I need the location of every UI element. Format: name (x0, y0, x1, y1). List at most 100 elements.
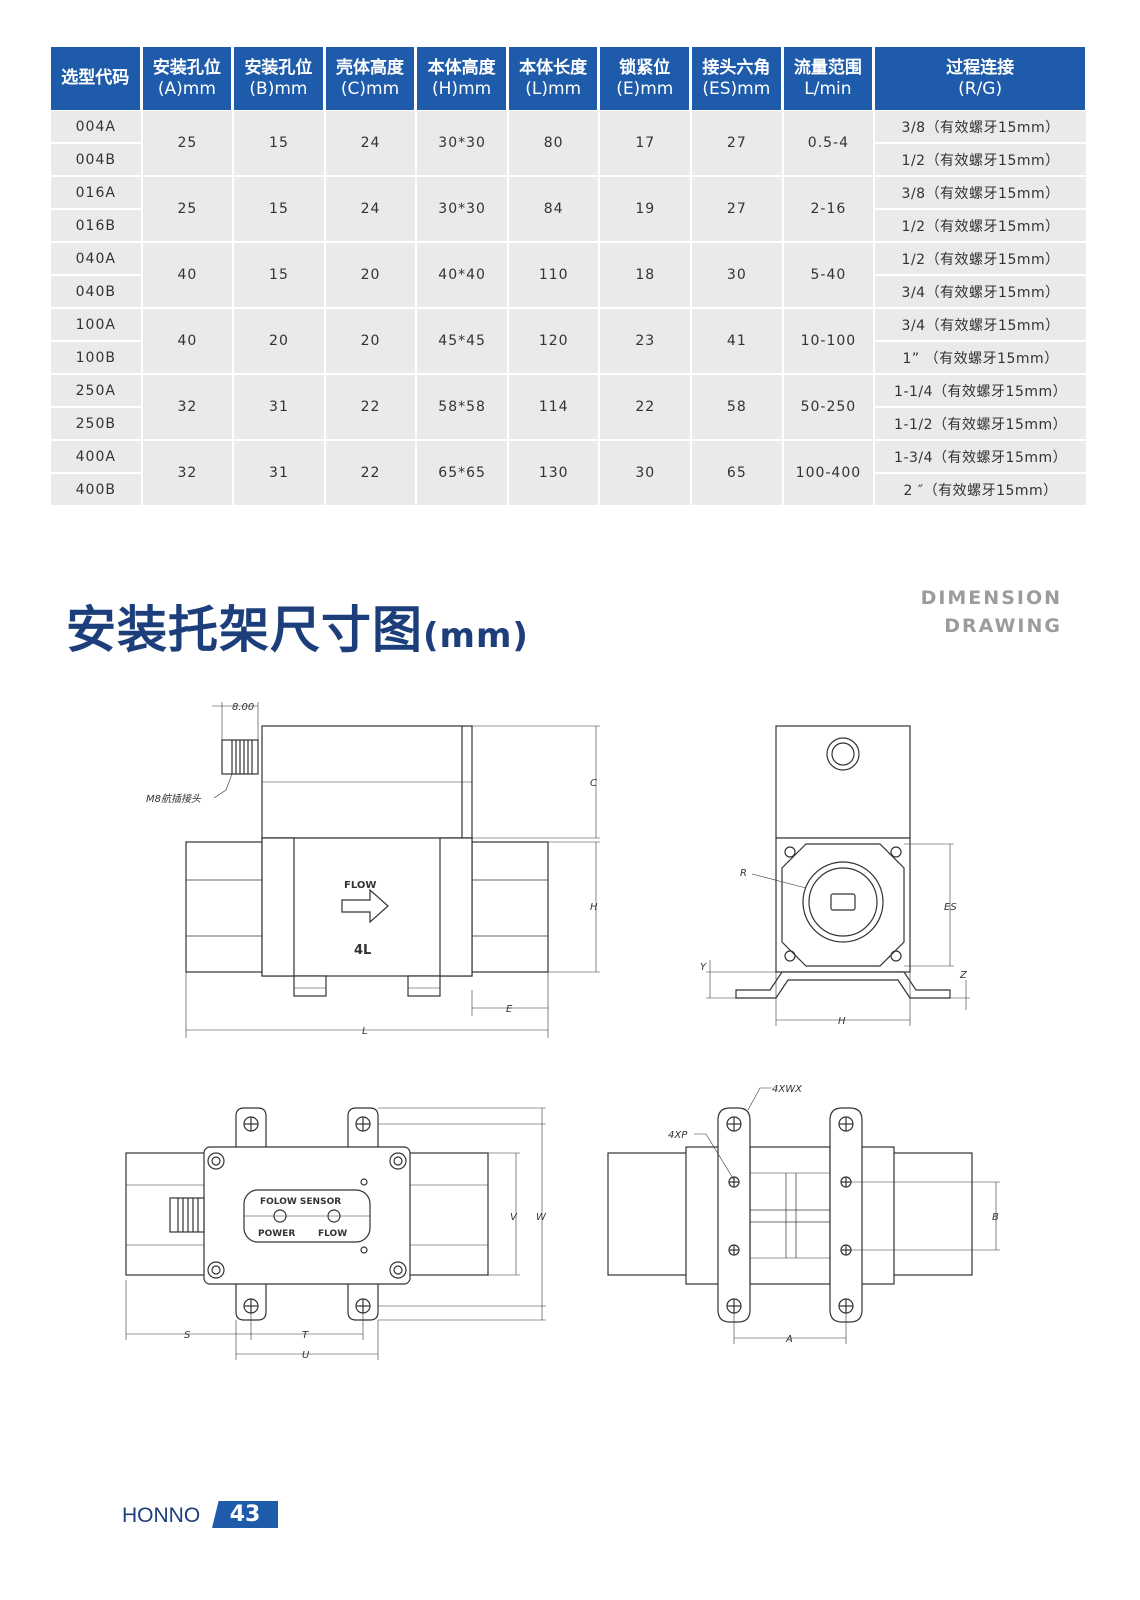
cell-conn: 1/2（有效螺牙15mm） (875, 143, 1086, 176)
cell-code: 016A (51, 176, 141, 209)
header-b: 安装孔位(B)mm (234, 47, 324, 110)
cell-es: 41 (692, 308, 782, 374)
cell-conn: 1” （有效螺牙15mm） (875, 341, 1086, 374)
spec-table: 选型代码 安装孔位(A)mm 安装孔位(B)mm 壳体高度(C)mm 本体高度(… (49, 47, 1088, 506)
cell-c: 20 (325, 242, 416, 308)
cell-range: 5-40 (783, 242, 874, 308)
header-e: 锁紧位(E)mm (600, 47, 691, 110)
power-label: POWER (258, 1229, 295, 1239)
dim-t-label: T (302, 1330, 309, 1341)
cell-e: 30 (600, 440, 691, 506)
cell-h: 58*58 (417, 374, 507, 440)
dim-h2-label: H (838, 1016, 846, 1027)
cell-a: 40 (142, 242, 233, 308)
section-title-en-line2: DRAWING (944, 615, 1062, 637)
top-view (125, 1107, 489, 1321)
cell-a: 25 (142, 176, 233, 242)
cell-conn: 1-1/4（有效螺牙15mm） (875, 374, 1086, 407)
model-mark: 4L (354, 943, 371, 958)
cell-c: 24 (325, 110, 416, 176)
cell-l: 110 (508, 242, 599, 308)
cell-l: 114 (508, 374, 599, 440)
bottom-view (607, 1107, 973, 1323)
cell-code: 004A (51, 110, 141, 143)
cell-range: 10-100 (783, 308, 874, 374)
cell-conn: 1-1/2（有效螺牙15mm） (875, 407, 1086, 440)
header-code: 选型代码 (51, 47, 141, 110)
cell-e: 23 (600, 308, 691, 374)
bottom-view-dims (694, 1087, 1000, 1344)
cell-e: 19 (600, 176, 691, 242)
section-title-unit: (mm) (423, 616, 529, 656)
cell-conn: 3/8（有效螺牙15mm） (875, 176, 1086, 209)
front-view (185, 725, 549, 997)
cell-es: 27 (692, 176, 782, 242)
cell-code: 400A (51, 440, 141, 473)
cell-b: 15 (234, 110, 324, 176)
cell-l: 84 (508, 176, 599, 242)
dimension-drawing: 8.00 M8航插接头 FLOW 4L C H E L R ES Y Z H F… (125, 702, 1000, 1361)
cell-b: 31 (234, 374, 324, 440)
cell-conn: 3/4（有效螺牙15mm） (875, 308, 1086, 341)
table-row: 016B 1/2（有效螺牙15mm） (51, 209, 1086, 242)
table-row: 250A 32 31 22 58*58 114 22 58 50-250 1-1… (51, 374, 1086, 440)
cell-range: 100-400 (783, 440, 874, 506)
cell-code: 100B (51, 341, 141, 374)
table-row: 250B 1-1/2（有效螺牙15mm） (51, 407, 1086, 440)
cell-c: 22 (325, 440, 416, 506)
flow-led-label: FLOW (318, 1229, 347, 1239)
cell-h: 40*40 (417, 242, 507, 308)
dim-b-label: B (992, 1212, 999, 1223)
header-h: 本体高度(H)mm (417, 47, 507, 110)
dim-h-label: H (590, 902, 598, 913)
section-title-en: DIMENSION DRAWING (921, 584, 1062, 640)
cell-conn: 3/8（有效螺牙15mm） (875, 110, 1086, 143)
cell-l: 80 (508, 110, 599, 176)
dim-u-label: U (302, 1350, 310, 1361)
cell-e: 18 (600, 242, 691, 308)
page-number: 43 (212, 1501, 278, 1528)
side-view-dims (706, 843, 970, 1026)
dim-xp-label: 4XP (668, 1130, 688, 1141)
cell-c: 22 (325, 374, 416, 440)
top-view-dims (125, 1107, 546, 1360)
cell-conn: 1/2（有效螺牙15mm） (875, 209, 1086, 242)
section-title-en-line1: DIMENSION (920, 587, 1062, 609)
sensor-label: FOLOW SENSOR (260, 1197, 341, 1207)
table-row: 004A 25 15 24 30*30 80 17 27 0.5-4 3/8（有… (51, 110, 1086, 176)
cell-code: 100A (51, 308, 141, 341)
cell-code: 004B (51, 143, 141, 176)
header-a: 安装孔位(A)mm (142, 47, 233, 110)
table-row: 004B 1/2（有效螺牙15mm） (51, 143, 1086, 176)
cell-code: 250A (51, 374, 141, 407)
table-row: 400A 32 31 22 65*65 130 30 65 100-400 1-… (51, 440, 1086, 506)
dim-es-label: ES (944, 902, 957, 913)
flow-label: FLOW (344, 880, 376, 891)
table-header-row: 选型代码 安装孔位(A)mm 安装孔位(B)mm 壳体高度(C)mm 本体高度(… (51, 47, 1086, 110)
cell-h: 45*45 (417, 308, 507, 374)
cell-conn: 1-3/4（有效螺牙15mm） (875, 440, 1086, 473)
header-conn: 过程连接(R/G) (875, 47, 1086, 110)
cell-code: 016B (51, 209, 141, 242)
dim-wx-label: 4XWX (772, 1084, 803, 1095)
cell-code: 250B (51, 407, 141, 440)
cell-e: 22 (600, 374, 691, 440)
cell-c: 24 (325, 176, 416, 242)
cell-code: 040A (51, 242, 141, 275)
table-row: 016A 25 15 24 30*30 84 19 27 2-16 3/8（有效… (51, 176, 1086, 242)
cell-b: 31 (234, 440, 324, 506)
cell-range: 50-250 (783, 374, 874, 440)
cell-conn: 1/2（有效螺牙15mm） (875, 242, 1086, 275)
cell-h: 30*30 (417, 110, 507, 176)
cell-b: 15 (234, 176, 324, 242)
cell-l: 130 (508, 440, 599, 506)
cell-b: 20 (234, 308, 324, 374)
table-row: 100B 1” （有效螺牙15mm） (51, 341, 1086, 374)
cell-b: 15 (234, 242, 324, 308)
cell-code: 040B (51, 275, 141, 308)
connector-label: M8航插接头 (146, 793, 202, 805)
dim-r-label: R (740, 868, 747, 879)
dim-e-label: E (506, 1004, 513, 1015)
cell-es: 58 (692, 374, 782, 440)
